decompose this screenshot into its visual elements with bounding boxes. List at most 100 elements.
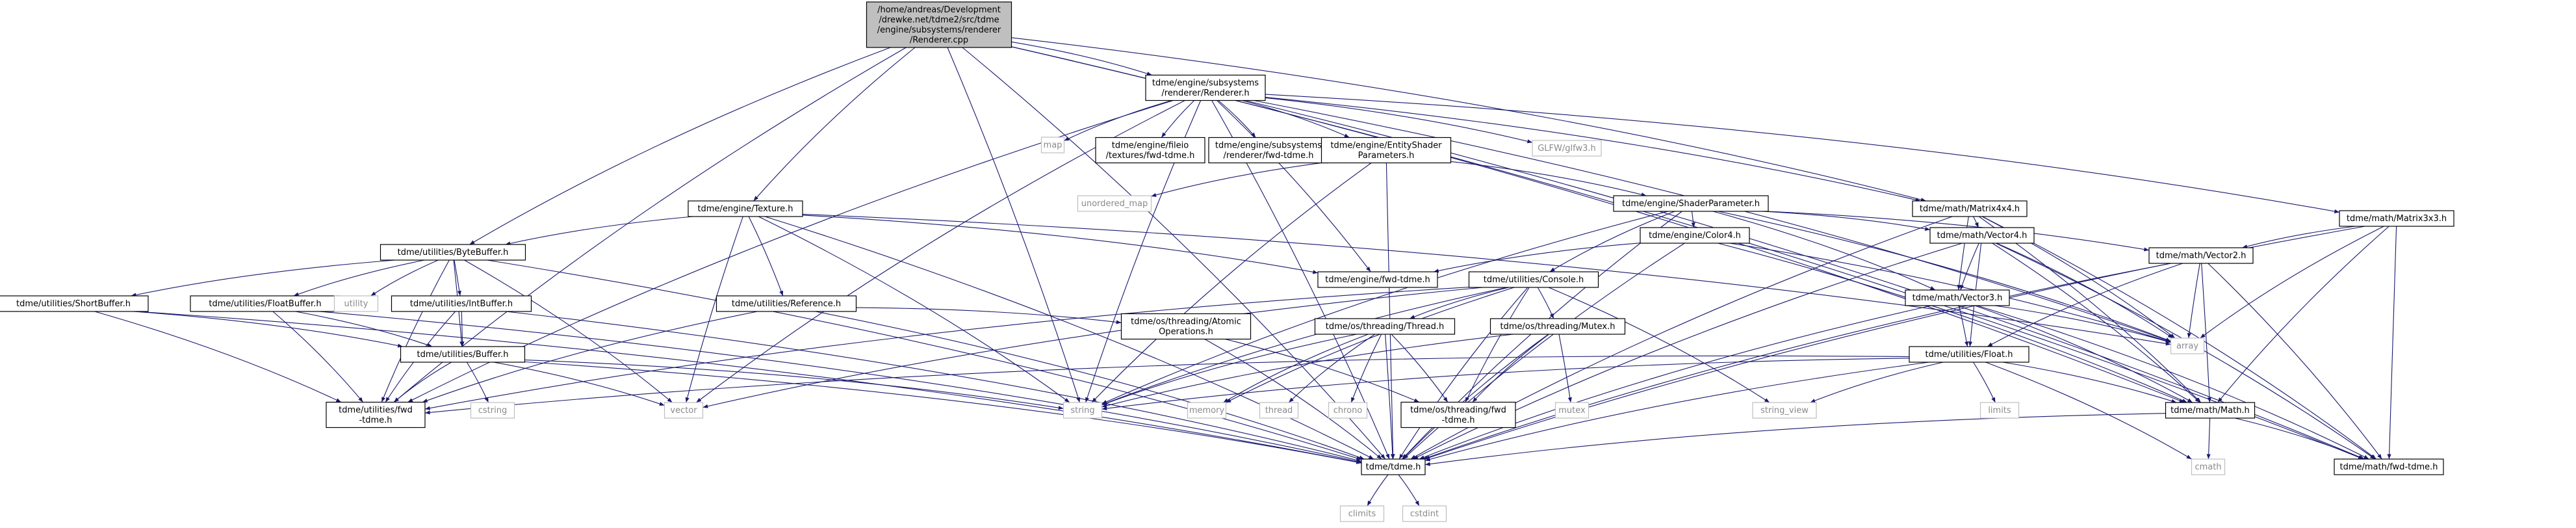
node-shortbuffer-h[interactable]: tdme/utilities/ShortBuffer.h [0,295,149,312]
edge-vector2_h-to-array [2187,263,2200,339]
node-memory: memory [1187,402,1227,419]
node-box [1328,402,1368,419]
node-texture-h[interactable]: tdme/engine/Texture.h [688,200,803,217]
node-float-h[interactable]: tdme/utilities/Float.h [1909,346,2029,363]
node-buffer-h[interactable]: tdme/utilities/Buffer.h [400,346,526,363]
edge-vector4_h-to-array [1996,243,2174,339]
node-bytebuffer-h[interactable]: tdme/utilities/ByteBuffer.h [380,244,526,261]
node-thread-h[interactable]: tdme/os/threading/Thread.h [1314,318,1456,335]
node-vector4-h[interactable]: tdme/math/Vector4.h [1929,227,2035,244]
edge-shaderparam_h-to-color4_h [1691,211,1695,228]
edge-thread_h-to-tdme_h [1385,334,1395,460]
node-box [1040,137,1065,153]
node-shaderparam-h[interactable]: tdme/engine/ShaderParameter.h [1613,195,1769,212]
edge-bytebuffer_h-to-utilities_fwd [381,259,450,403]
edge-shaderparam_h-to-vector4_h [1762,211,1931,231]
edge-vector2_h-to-tdme_h [1423,263,2172,460]
edge-float_h-to-tdme_h [1424,362,1929,462]
node-label: -tdme.h [359,416,392,425]
node-label: Parameters.h [1358,151,1415,161]
node-label: limits [1988,406,2011,416]
node-utilities-fwd[interactable]: tdme/utilities/fwd-tdme.h [326,401,426,429]
node-label: tdme/engine/ShaderParameter.h [1622,199,1760,209]
node-renderer-h[interactable]: tdme/engine/subsystems/renderer/Renderer… [1145,74,1266,101]
edge-reference_h-to-tdme_h [815,311,1365,460]
edge-math_h-to-math_fwd [2234,417,2365,460]
node-thread: thread [1259,402,1299,419]
edge-bytebuffer_h-to-shortbuffer_h [131,259,396,297]
edge-thread_h-to-string [1101,334,1357,406]
node-threading-fwd[interactable]: tdme/os/threading/fwd-tdme.h [1400,401,1516,429]
edge-bytebuffer_h-to-floatbuffer_h [293,259,425,297]
edge-texture_h-to-bytebuffer_h [505,216,693,246]
node-engine-fwd[interactable]: tdme/engine/fwd-tdme.h [1317,271,1438,288]
node-console-h[interactable]: tdme/utilities/Console.h [1468,271,1599,288]
node-box [2339,210,2454,227]
node-tdme-h[interactable]: tdme/tdme.h [1361,458,1426,475]
edge-entityshader_h-to-unordered_map [1151,162,1322,197]
edge-vector3_h-to-math_h [1974,305,2193,403]
node-label: climits [1348,509,1376,519]
node-box [333,295,379,312]
node-label: tdme/os/threading/fwd [1410,406,1506,416]
node-map: map [1040,137,1065,153]
edge-root-to-tdme_h [962,47,1386,460]
node-mutex-h[interactable]: tdme/os/threading/Mutex.h [1489,318,1626,335]
edge-tdme_h-to-cstdint [1398,474,1420,507]
node-matrix3x3-h[interactable]: tdme/math/Matrix3x3.h [2339,210,2454,227]
edge-console_h-to-utilities_fwd [424,287,1469,410]
node-string-view: string_view [1752,402,1817,419]
node-color4-h[interactable]: tdme/engine/Color4.h [1640,227,1750,244]
node-label: chrono [1333,406,1363,416]
node-renderer-fwd[interactable]: tdme/engine/subsystems/renderer/fwd-tdme… [1208,137,1329,164]
node-box [400,346,526,363]
node-label: tdme/engine/EntityShader [1330,141,1442,151]
node-box [1187,402,1227,419]
node-math-fwd[interactable]: tdme/math/fwd-tdme.h [2334,458,2444,475]
edge-shaderparam_h-to-vector2_h [1767,211,2150,252]
node-label: tdme/utilities/FloatBuffer.h [209,299,321,309]
node-root[interactable]: /home/andreas/Development/drewke.net/tdm… [866,1,1012,48]
node-box [1905,289,2010,306]
edge-matrix3x3_h-to-array [2200,226,2384,339]
edge-renderer_h-to-matrix3x3_h [1265,94,2340,214]
node-label: thread [1265,406,1293,416]
node-vector2-h[interactable]: tdme/math/Vector2.h [2148,247,2254,264]
node-label: /renderer/Renderer.h [1161,88,1249,98]
node-box [2148,247,2254,264]
node-label: /renderer/fwd-tdme.h [1223,151,1313,161]
edge-renderer_h-to-glfw [1265,97,1533,144]
node-fileio-fwd[interactable]: tdme/engine/fileio/textures/fwd-tdme.h [1095,137,1205,164]
node-label: unordered_map [1081,199,1148,209]
node-matrix4x4-h[interactable]: tdme/math/Matrix4x4.h [1912,200,2028,217]
node-math-h[interactable]: tdme/math/Math.h [2165,402,2256,419]
edge-renderer_h-to-map [1064,99,1172,141]
edge-reference_h-to-utilities_fwd [422,311,758,403]
node-box [1145,74,1266,101]
node-vector3-h[interactable]: tdme/math/Vector3.h [1905,289,2010,306]
node-label: map [1044,140,1063,150]
node-intbuffer-h[interactable]: tdme/utilities/IntBuffer.h [391,295,532,312]
edge-console_h-to-memory [1226,287,1515,403]
node-label: vector [670,406,697,416]
edge-vector4_h-to-vector3_h [1960,243,1979,291]
node-box [1752,402,1817,419]
edge-thread_h-to-thread [1288,334,1376,403]
node-floatbuffer-h[interactable]: tdme/utilities/FloatBuffer.h [190,295,341,312]
node-box [1613,195,1769,212]
edge-math_h-to-cmath [2206,417,2211,460]
edge-reference_h-to-atomicops_h [856,307,1122,324]
node-unordered-map: unordered_map [1077,195,1152,212]
edge-thread_h-to-threading_fwd [1391,334,1449,403]
edge-atomicops_h-to-tdme_h [1204,339,1382,460]
node-label: cstdint [1410,509,1439,519]
node-reference-h[interactable]: tdme/utilities/Reference.h [715,295,857,312]
node-box [326,401,426,429]
node-box [1120,313,1252,340]
edge-buffer_h-to-tdme_h [524,361,1362,464]
edge-renderer_h-to-entityshader_h [1242,99,1350,139]
node-box [1912,200,2028,217]
node-box [1640,227,1750,244]
